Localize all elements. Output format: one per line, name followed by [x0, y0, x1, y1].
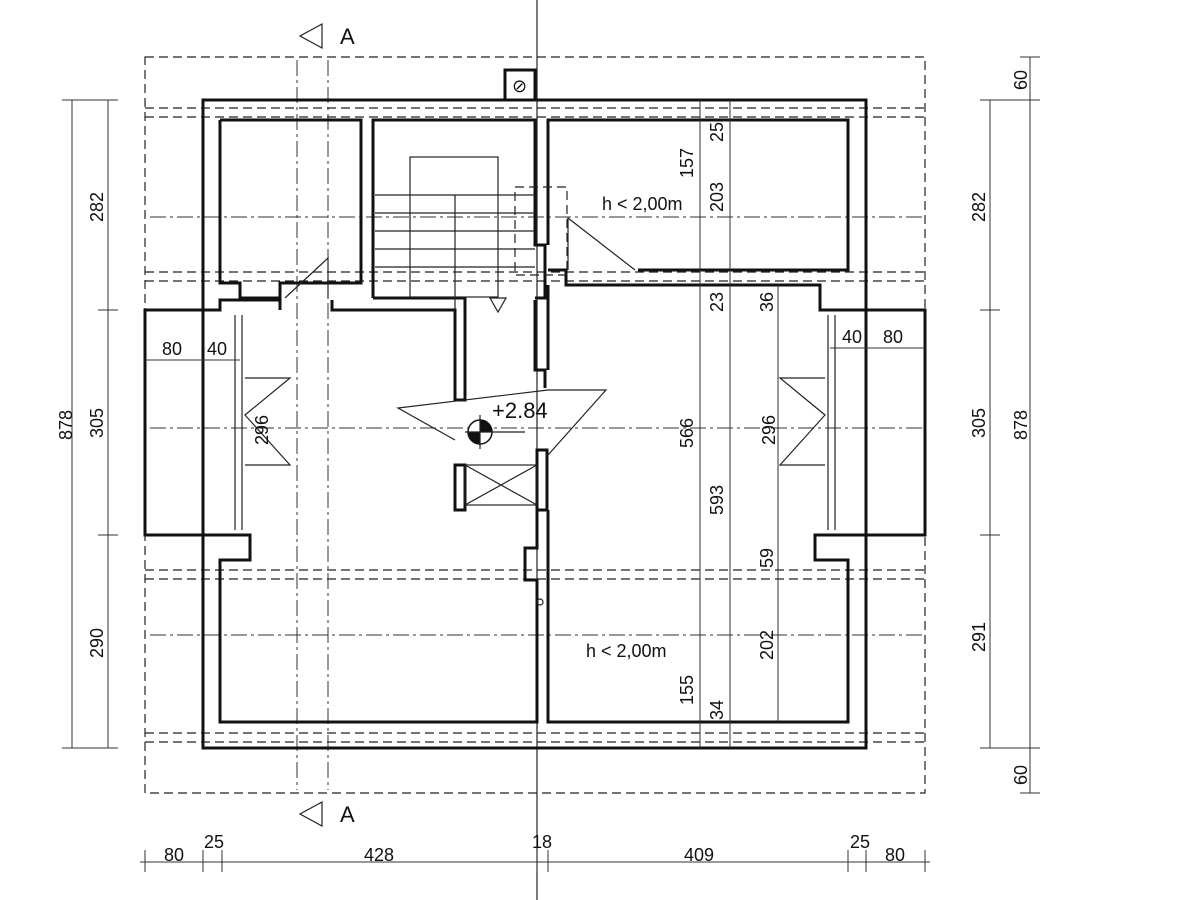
svg-text:80: 80: [164, 845, 184, 865]
svg-text:A: A: [340, 802, 355, 827]
svg-text:60: 60: [1011, 70, 1031, 90]
room-height-note: h < 2,00m: [602, 194, 683, 214]
svg-text:202: 202: [757, 630, 777, 660]
elevation-label: +2.84: [492, 398, 548, 423]
svg-text:25: 25: [850, 832, 870, 852]
svg-text:282: 282: [969, 192, 989, 222]
svg-text:59: 59: [757, 548, 777, 568]
svg-text:428: 428: [364, 845, 394, 865]
svg-text:23: 23: [707, 292, 727, 312]
chimney: [503, 68, 537, 102]
svg-text:296: 296: [759, 415, 779, 445]
svg-text:157: 157: [677, 148, 697, 178]
section-mark-top: A: [298, 22, 355, 50]
svg-text:18: 18: [532, 832, 552, 852]
dormer-right: [778, 308, 927, 537]
stair-direction-arrow-icon: [488, 297, 508, 314]
svg-text:36: 36: [757, 292, 777, 312]
dimensions-right: 282 305 291 878 60 60: [969, 56, 1040, 794]
door-swing: [567, 216, 636, 271]
chimney-icon: ⊘: [512, 76, 527, 96]
elevation-marker: [465, 415, 525, 449]
svg-text:25: 25: [707, 122, 727, 142]
staircase: [375, 156, 568, 314]
svg-text:60: 60: [1011, 765, 1031, 785]
svg-text:40: 40: [207, 339, 227, 359]
svg-text:40: 40: [842, 327, 862, 347]
dormer-left: [143, 308, 292, 537]
interior-dimensions: 157 25 203 23 36 566 593 59 155 34 202 2…: [145, 122, 925, 720]
svg-text:296: 296: [252, 415, 272, 445]
svg-text:25: 25: [204, 832, 224, 852]
svg-text:203: 203: [707, 182, 727, 212]
svg-text:80: 80: [162, 339, 182, 359]
svg-text:A: A: [340, 24, 355, 49]
svg-text:409: 409: [684, 845, 714, 865]
dimensions-bottom: 80 25 428 18 409 25 80: [140, 832, 930, 872]
svg-text:291: 291: [969, 622, 989, 652]
room-height-note: h < 2,00m: [586, 641, 667, 661]
dimensions-left: 878 282 305 290: [56, 99, 118, 749]
door-swing: [284, 256, 329, 299]
roof-window: [396, 389, 608, 456]
svg-text:80: 80: [885, 845, 905, 865]
section-mark-bottom: A: [298, 800, 355, 828]
svg-text:305: 305: [969, 408, 989, 438]
svg-text:282: 282: [87, 192, 107, 222]
svg-text:305: 305: [87, 408, 107, 438]
svg-text:878: 878: [56, 410, 76, 440]
svg-text:290: 290: [87, 628, 107, 658]
svg-text:155: 155: [677, 675, 697, 705]
void-opening: [464, 464, 538, 506]
drain-icon: [536, 598, 544, 606]
interior-walls: [203, 118, 866, 724]
svg-text:878: 878: [1011, 410, 1031, 440]
svg-text:593: 593: [707, 485, 727, 515]
svg-text:34: 34: [707, 700, 727, 720]
svg-text:80: 80: [883, 327, 903, 347]
svg-text:566: 566: [677, 418, 697, 448]
